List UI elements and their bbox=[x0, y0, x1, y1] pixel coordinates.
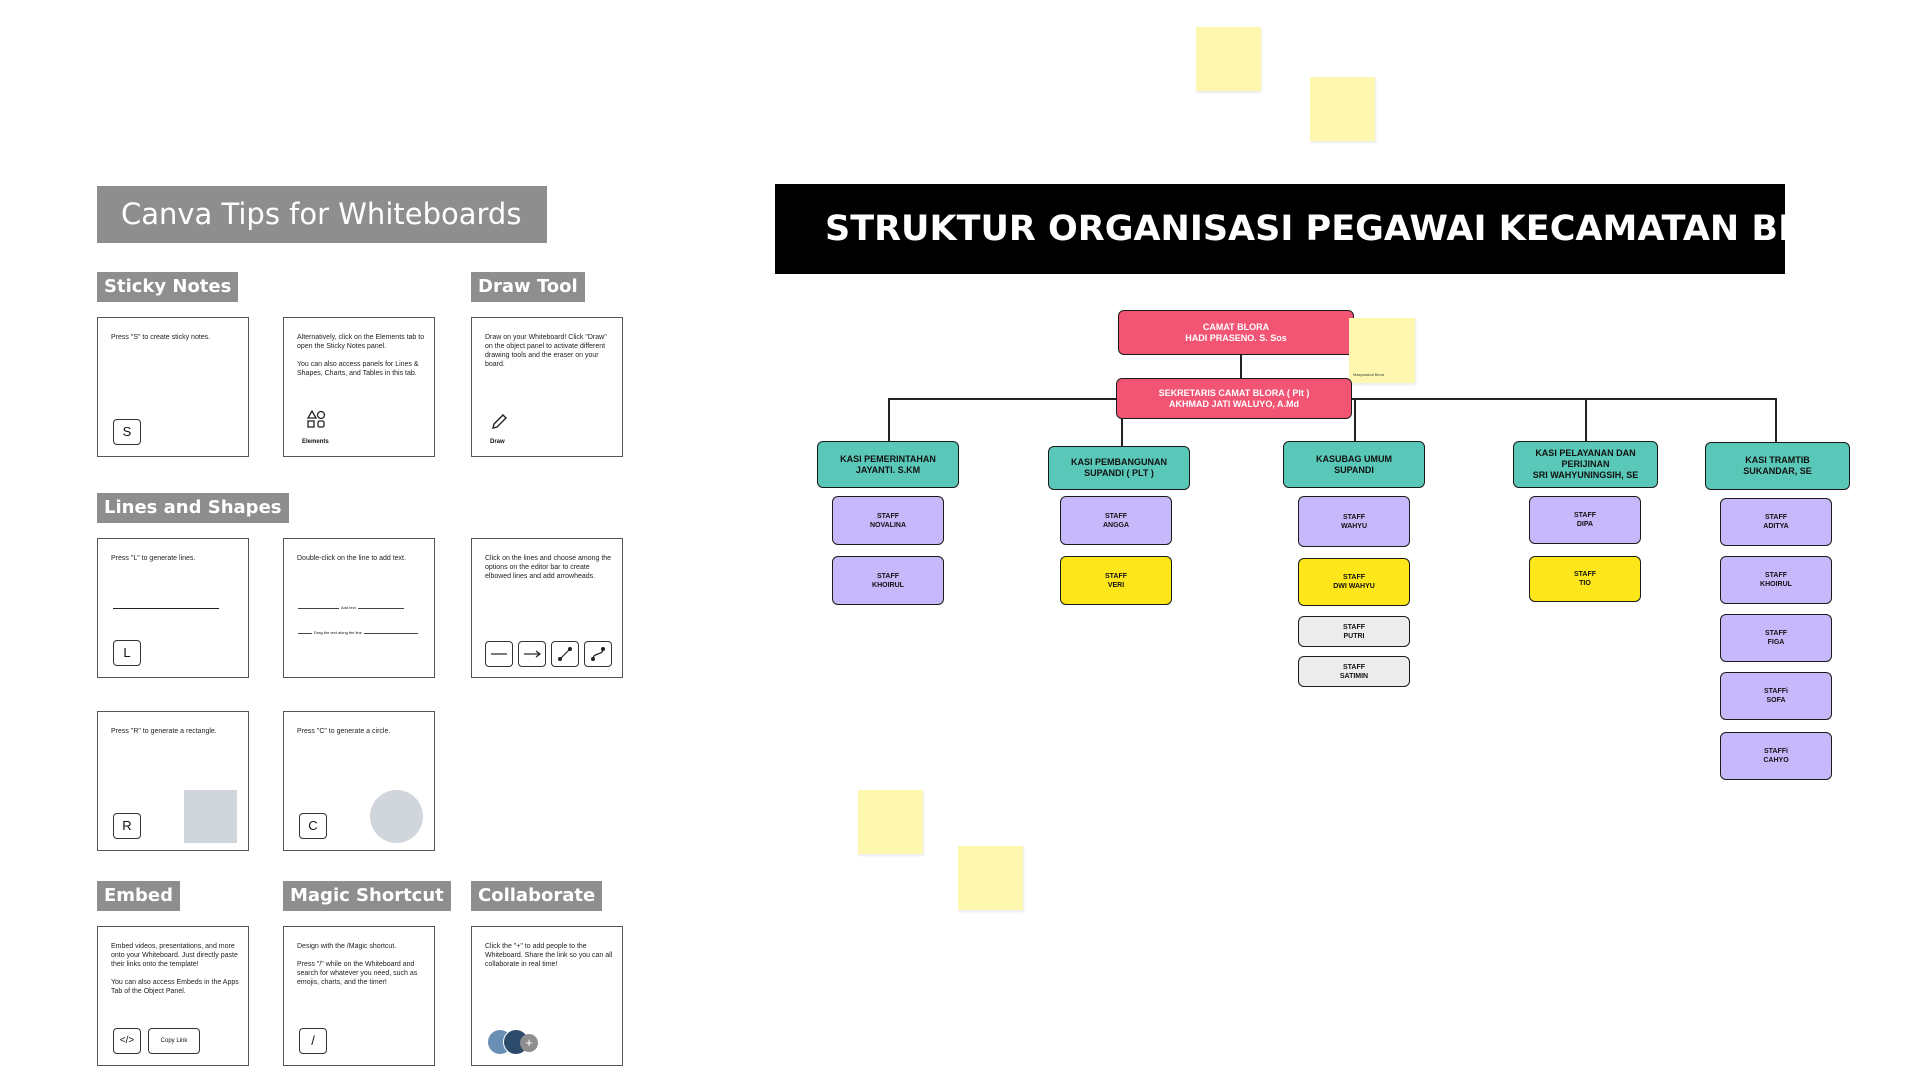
org-node-staff[interactable]: STAFFi SOFA bbox=[1720, 672, 1832, 720]
org-node-sekretaris[interactable]: SEKRETARIS CAMAT BLORA ( Plt ) AKHMAD JA… bbox=[1116, 378, 1352, 419]
org-chart-title: STRUKTUR ORGANISASI PEGAWAI KECAMATAN BL… bbox=[775, 184, 1883, 274]
tip-text: Press "S" to create sticky notes. bbox=[111, 334, 211, 341]
org-node-staff[interactable]: STAFF TIO bbox=[1529, 556, 1641, 602]
org-node-staff[interactable]: STAFF DIPA bbox=[1529, 496, 1641, 544]
section-magic-shortcut: Magic Shortcut bbox=[283, 881, 451, 911]
tip-card-line-options: Click on the lines and choose among the … bbox=[471, 538, 623, 678]
connector bbox=[1775, 398, 1777, 442]
tip-text: Draw on your Whiteboard! Click "Draw" on… bbox=[485, 334, 607, 368]
tip-card-line-text: Double-click on the line to add text. Ad… bbox=[283, 538, 435, 678]
draw-caption: Draw bbox=[490, 439, 505, 445]
sticky-note[interactable] bbox=[1196, 27, 1261, 91]
sample-rectangle bbox=[184, 790, 237, 843]
section-lines-shapes: Lines and Shapes bbox=[97, 493, 289, 523]
tip-text: Alternatively, click on the Elements tab… bbox=[297, 334, 425, 377]
tips-title: Canva Tips for Whiteboards bbox=[97, 186, 547, 243]
elements-icon bbox=[306, 410, 326, 428]
section-sticky-notes: Sticky Notes bbox=[97, 272, 239, 302]
sticky-note[interactable] bbox=[858, 790, 923, 854]
arrow-line-button[interactable] bbox=[518, 641, 546, 667]
tip-text: Double-click on the line to add text. bbox=[297, 555, 406, 562]
org-node-camat[interactable]: CAMAT BLORA HADI PRASENO. S. Sos bbox=[1118, 310, 1354, 355]
key-r: R bbox=[113, 813, 141, 839]
straight-line-button[interactable] bbox=[485, 641, 513, 667]
add-text-label: Add text bbox=[339, 605, 358, 610]
org-node-staff[interactable]: STAFF PUTRI bbox=[1298, 616, 1410, 647]
sticky-note-text: Masyarakat Blora bbox=[1353, 372, 1385, 377]
tip-text: Embed videos, presentations, and more on… bbox=[111, 943, 239, 995]
sample-circle bbox=[370, 790, 423, 843]
connector bbox=[1121, 398, 1123, 447]
sticky-note[interactable] bbox=[1310, 77, 1375, 141]
org-node-kasi-pelayanan[interactable]: KASI PELAYANAN DAN PERIJINAN SRI WAHYUNI… bbox=[1513, 441, 1658, 488]
section-draw-tool: Draw Tool bbox=[471, 272, 585, 302]
org-node-staff[interactable]: STAFFi CAHYO bbox=[1720, 732, 1832, 780]
sticky-note-masyarakat[interactable]: Masyarakat Blora bbox=[1349, 318, 1415, 383]
tip-text: Design with the /Magic shortcut. Press "… bbox=[297, 943, 418, 986]
org-node-staff[interactable]: STAFF KHOIRUL bbox=[832, 556, 944, 605]
org-node-staff[interactable]: STAFF WAHYU bbox=[1298, 496, 1410, 547]
tip-card-circle: Press "C" to generate a circle. C bbox=[283, 711, 435, 851]
org-node-kasi-pemerintahan[interactable]: KASI PEMERINTAHAN JAYANTI. S.KM bbox=[817, 441, 959, 488]
tip-text: Press "L" to generate lines. bbox=[111, 555, 196, 562]
org-node-staff[interactable]: STAFF KHOIRUL bbox=[1720, 556, 1832, 604]
section-collaborate: Collaborate bbox=[471, 881, 603, 911]
connector bbox=[1240, 355, 1242, 379]
copy-link-button[interactable]: Copy Link bbox=[148, 1028, 200, 1054]
key-l: L bbox=[113, 640, 141, 666]
connector bbox=[1585, 398, 1587, 442]
tip-card-magic: Design with the /Magic shortcut. Press "… bbox=[283, 926, 435, 1066]
org-node-kasubag-umum[interactable]: KASUBAG UMUM SUPANDI bbox=[1283, 441, 1425, 488]
add-people-button[interactable]: + bbox=[520, 1034, 538, 1052]
tip-card-embed: Embed videos, presentations, and more on… bbox=[97, 926, 249, 1066]
tip-text: Press "C" to generate a circle. bbox=[297, 728, 391, 735]
tip-text: Press "R" to generate a rectangle. bbox=[111, 728, 217, 735]
tip-text: Click the "+" to add people to the White… bbox=[485, 943, 613, 968]
tip-card-sticky: Press "S" to create sticky notes. S bbox=[97, 317, 249, 457]
key-s: S bbox=[113, 419, 141, 445]
connector-line-button[interactable] bbox=[551, 641, 579, 667]
curved-line-button[interactable] bbox=[584, 641, 612, 667]
key-slash: / bbox=[299, 1028, 327, 1054]
org-node-staff[interactable]: STAFF ADITYA bbox=[1720, 498, 1832, 546]
org-node-staff[interactable]: STAFF DWI WAHYU bbox=[1298, 558, 1410, 606]
tip-card-collaborate: Click the "+" to add people to the White… bbox=[471, 926, 623, 1066]
sample-line bbox=[113, 608, 219, 609]
tip-text: Click on the lines and choose among the … bbox=[485, 555, 612, 580]
org-node-staff[interactable]: STAFF NOVALINA bbox=[832, 496, 944, 545]
pencil-icon bbox=[492, 414, 507, 429]
tip-card-elements: Alternatively, click on the Elements tab… bbox=[283, 317, 435, 457]
org-node-kasi-tramtib[interactable]: KASI TRAMTIB SUKANDAR, SE bbox=[1705, 442, 1850, 490]
org-node-kasi-pembangunan[interactable]: KASI PEMBANGUNAN SUPANDI ( PLT ) bbox=[1048, 446, 1190, 490]
org-node-staff[interactable]: STAFF SATIMIN bbox=[1298, 656, 1410, 687]
tip-card-rectangle: Press "R" to generate a rectangle. R bbox=[97, 711, 249, 851]
embed-code-key: </> bbox=[113, 1028, 141, 1054]
section-embed: Embed bbox=[97, 881, 181, 911]
connector bbox=[888, 398, 890, 442]
elements-caption: Elements bbox=[302, 439, 329, 445]
org-node-staff[interactable]: STAFF VERI bbox=[1060, 556, 1172, 605]
org-node-staff[interactable]: STAFF FIGA bbox=[1720, 614, 1832, 662]
key-c: C bbox=[299, 813, 327, 839]
org-node-staff[interactable]: STAFF ANGGA bbox=[1060, 496, 1172, 545]
sticky-note[interactable] bbox=[958, 846, 1023, 910]
tip-card-lines: Press "L" to generate lines. L bbox=[97, 538, 249, 678]
connector bbox=[1354, 398, 1356, 442]
drag-text-label: Drag the text along the line bbox=[312, 630, 364, 635]
tip-card-draw: Draw on your Whiteboard! Click "Draw" on… bbox=[471, 317, 623, 457]
